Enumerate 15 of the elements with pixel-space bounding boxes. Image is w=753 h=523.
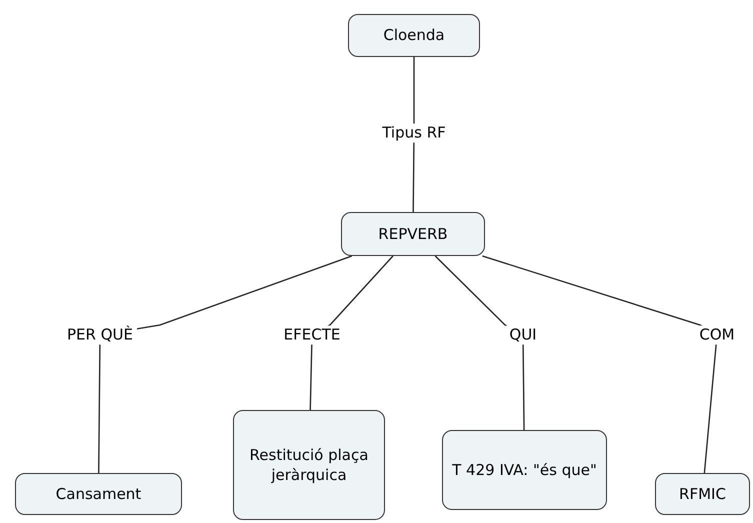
concept-box <box>233 410 385 520</box>
concept-box <box>15 473 182 515</box>
concept-text: Cloenda <box>383 25 445 46</box>
concept-box <box>442 430 607 510</box>
concept-box <box>348 14 480 57</box>
connector-line <box>482 255 718 474</box>
concept-text: Cansament <box>56 484 142 504</box>
connector-line <box>412 57 415 212</box>
concept-text: Restitució plaça jeràrquica <box>248 444 370 486</box>
connector-line <box>434 256 525 430</box>
concept-text: T 429 IVA: "és que" <box>452 460 597 480</box>
concept-box <box>341 212 485 256</box>
concept-text: RFMIC <box>679 484 726 504</box>
concept-text: REPVERB <box>378 224 448 244</box>
concept-box <box>655 473 750 515</box>
